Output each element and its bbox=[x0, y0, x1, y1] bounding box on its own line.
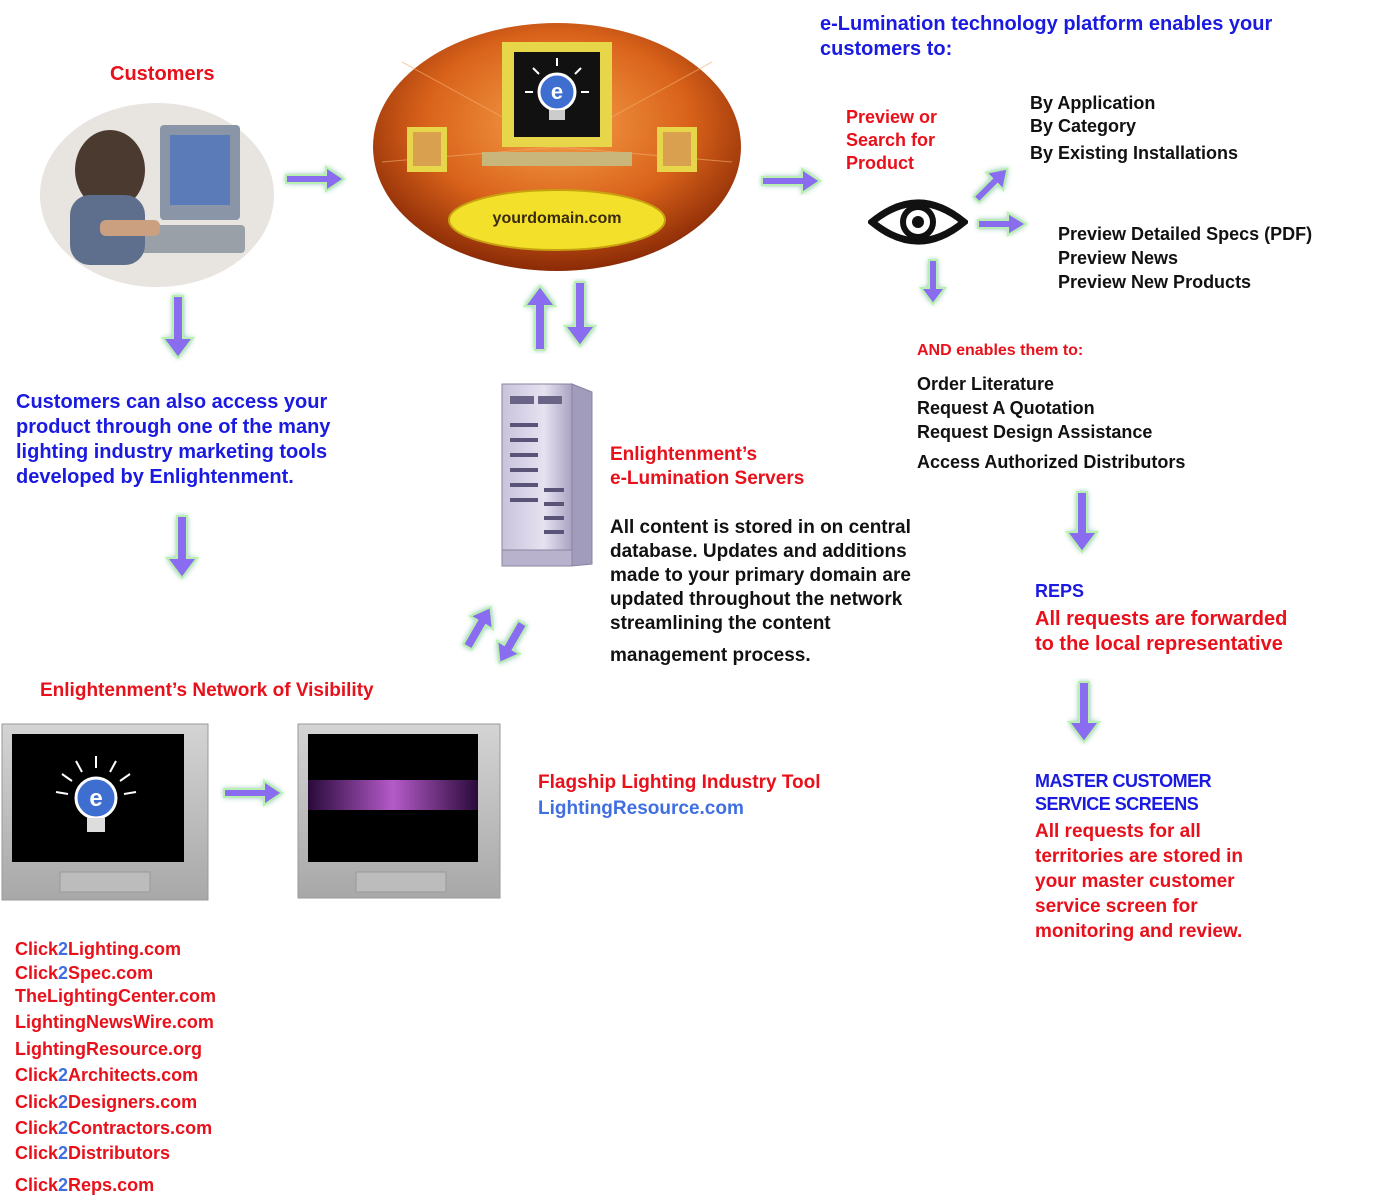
preview-option[interactable]: Preview New Products bbox=[1058, 272, 1252, 292]
search-options: By Application By Category By Existing I… bbox=[1030, 92, 1238, 165]
svg-text:e: e bbox=[551, 79, 563, 104]
enable-option[interactable]: Access Authorized Distributors bbox=[917, 452, 1186, 472]
customer-photo-icon bbox=[40, 100, 275, 290]
search-option[interactable]: By Category bbox=[1030, 116, 1137, 136]
domain-label[interactable]: yourdomain.com bbox=[492, 210, 622, 227]
network-site-link[interactable]: Click2Spec.com bbox=[15, 962, 154, 983]
network-site-link[interactable]: Click2Lighting.com bbox=[15, 939, 182, 959]
network-title: Enlightenment’s Network of Visibility bbox=[40, 680, 374, 701]
network-site-link[interactable]: Click2Reps.com bbox=[15, 1174, 155, 1195]
monitor-icon bbox=[296, 722, 502, 900]
eye-icon bbox=[868, 190, 968, 254]
arrow-icon bbox=[452, 598, 506, 656]
reps-title: REPS bbox=[1035, 581, 1085, 601]
enable-options: Order Literature Request A Quotation Req… bbox=[917, 372, 1185, 474]
master-title: MASTER CUSTOMER SERVICE SCREENS bbox=[1035, 771, 1212, 814]
flagship-site[interactable]: LightingResource.com bbox=[538, 798, 744, 819]
enable-option[interactable]: Request Design Assistance bbox=[917, 422, 1153, 442]
preview-option[interactable]: Preview Detailed Specs (PDF) bbox=[1058, 224, 1313, 244]
arrow-icon bbox=[160, 292, 196, 362]
hub-oval-icon: e bbox=[372, 22, 742, 272]
network-site-link[interactable]: TheLightingCenter.com bbox=[15, 985, 217, 1006]
arrow-icon bbox=[562, 278, 598, 350]
arrow-icon bbox=[918, 256, 948, 308]
preview-title: Preview or Search for Product bbox=[846, 107, 938, 173]
monitor-icon: e bbox=[0, 722, 210, 902]
arrow-icon bbox=[966, 158, 1018, 210]
reps-desc: All requests are forwarded to the local … bbox=[1035, 608, 1288, 655]
search-option[interactable]: By Application bbox=[1030, 93, 1156, 113]
and-enables-title: AND enables them to: bbox=[917, 342, 1084, 359]
search-option[interactable]: By Existing Installations bbox=[1030, 143, 1239, 163]
network-site-link[interactable]: LightingResource.org bbox=[15, 1038, 203, 1059]
preview-option[interactable]: Preview News bbox=[1058, 248, 1179, 268]
arrow-icon bbox=[974, 210, 1030, 238]
svg-text:e: e bbox=[89, 785, 102, 812]
arrow-icon bbox=[1064, 488, 1100, 556]
arrow-icon bbox=[522, 282, 558, 354]
customers-title: Customers bbox=[110, 63, 215, 85]
server-tower-icon bbox=[498, 378, 598, 570]
arrow-icon bbox=[164, 512, 200, 582]
network-sites-list: Click2Lighting.com Click2Spec.com TheLig… bbox=[15, 936, 216, 1198]
enable-option[interactable]: Order Literature bbox=[917, 374, 1055, 394]
arrow-icon bbox=[282, 164, 348, 194]
network-site-link[interactable]: LightingNewsWire.com bbox=[15, 1012, 214, 1032]
customers-also-text: Customers can also access your product t… bbox=[16, 391, 331, 488]
network-site-link[interactable]: Click2Designers.com bbox=[15, 1091, 198, 1112]
arrow-icon bbox=[758, 166, 824, 196]
preview-options: Preview Detailed Specs (PDF) Preview New… bbox=[1058, 222, 1312, 294]
network-site-link[interactable]: Click2Architects.com bbox=[15, 1065, 199, 1085]
servers-desc: All content is stored in on central data… bbox=[610, 517, 911, 666]
network-site-link[interactable]: Click2Contractors.com bbox=[15, 1118, 213, 1138]
servers-title: Enlightenment’s e-Lumination Servers bbox=[610, 444, 805, 489]
platform-title: e-Lumination technology platform enables… bbox=[820, 13, 1273, 60]
flagship-title: Flagship Lighting Industry Tool bbox=[538, 772, 821, 793]
master-desc: All requests for all territories are sto… bbox=[1035, 821, 1244, 942]
network-site-link[interactable]: Click2Distributors bbox=[15, 1142, 171, 1163]
arrow-icon bbox=[484, 614, 538, 672]
arrow-icon bbox=[1066, 678, 1102, 746]
enable-option[interactable]: Request A Quotation bbox=[917, 398, 1095, 418]
arrow-icon bbox=[220, 778, 286, 808]
